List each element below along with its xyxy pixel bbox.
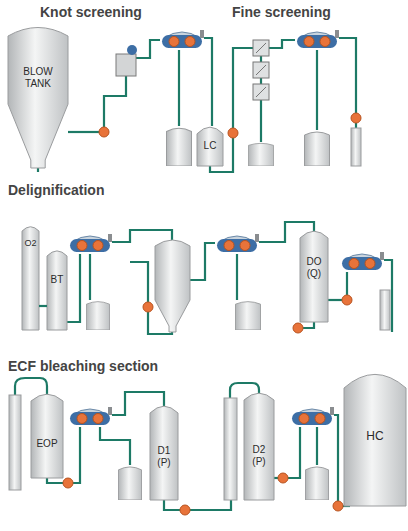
pump: [143, 302, 153, 312]
pump: [99, 127, 109, 137]
tank-vessel: LC: [197, 126, 223, 166]
washer: [70, 234, 112, 252]
washer: [217, 234, 259, 252]
vessel-label: EOP: [31, 438, 63, 450]
screen-mark: [256, 43, 266, 97]
pump-group: [63, 113, 361, 515]
pipe: [328, 299, 342, 301]
washer: [342, 252, 384, 270]
section-heading: Knot screening: [40, 4, 142, 20]
section-heading: ECF bleaching section: [8, 358, 158, 374]
vessel-label: O2: [22, 238, 39, 248]
pipe: [236, 254, 238, 300]
pump: [228, 128, 238, 138]
vessel-label: DO (Q): [302, 256, 326, 279]
pipe: [100, 427, 130, 465]
pipe: [89, 254, 91, 300]
pipe: [136, 40, 160, 58]
pipe-connector: [39, 305, 47, 307]
vessel-label: BT: [47, 274, 67, 286]
storage-tower: [155, 240, 190, 332]
tank-vessel: HC: [344, 372, 406, 506]
pipe: [130, 262, 148, 302]
pump: [63, 478, 73, 488]
pipe: [68, 131, 100, 133]
stand-pipe: [351, 128, 361, 166]
pipe: [303, 322, 314, 328]
pipe: [104, 76, 126, 127]
upflow-tube: [224, 398, 237, 500]
pipe: [204, 38, 212, 126]
small-tank: [167, 128, 192, 166]
knot-screen: [116, 54, 136, 76]
vessel-outline: [47, 250, 67, 330]
vessel-label: BLOW TANK: [16, 66, 60, 89]
pipe: [274, 477, 278, 479]
section-heading: Delignification: [8, 182, 104, 198]
pipe: [269, 40, 295, 48]
pump: [351, 113, 361, 123]
pipe: [346, 272, 348, 295]
pump: [333, 501, 343, 511]
washer: [162, 30, 204, 48]
vessel-body: [22, 227, 39, 330]
pump: [278, 473, 288, 483]
pipe: [112, 230, 172, 243]
pump: [342, 295, 352, 305]
pipe: [178, 50, 180, 126]
pipe: [334, 415, 338, 501]
pipe: [316, 50, 318, 130]
small-tank: [305, 132, 330, 166]
vessel-body: [47, 251, 67, 330]
upflow-tube: [9, 395, 21, 490]
pipe: [66, 254, 80, 322]
vessel-outline: [8, 26, 68, 168]
small-tank: [249, 143, 274, 166]
screen-motor: [127, 45, 137, 55]
pipe: [260, 100, 262, 142]
pipe: [288, 427, 300, 478]
pump: [293, 323, 303, 333]
section-heading: Fine screening: [232, 4, 331, 20]
small-tank: [118, 467, 141, 500]
washer: [70, 407, 112, 425]
pipe: [190, 500, 231, 510]
vessel-label: D1 (P): [152, 445, 176, 468]
pipe: [47, 478, 63, 483]
tank-vessel: EOP: [31, 393, 63, 478]
pipe: [73, 427, 80, 483]
washer: [297, 30, 339, 48]
tank-vessel: DO (Q): [300, 230, 328, 322]
washer: [292, 407, 334, 425]
vessel-label: HC: [345, 430, 405, 444]
pipe: [339, 38, 356, 113]
pipe-group: [15, 38, 392, 510]
vessel-body: [344, 374, 406, 506]
pipe: [316, 427, 318, 465]
vessel-body: [244, 393, 274, 500]
vessel-body: [150, 406, 178, 500]
vessel-body: [8, 28, 68, 169]
stand-pipe: [380, 290, 390, 330]
pipe: [233, 48, 253, 128]
tank-vessel: D2 (P): [244, 392, 274, 500]
small-tank: [305, 467, 328, 500]
tank-vessel: BT: [47, 250, 67, 330]
tank-vessel: D1 (P): [150, 405, 178, 500]
vessel-label: D2 (P): [247, 444, 271, 467]
small-tank: [236, 302, 261, 330]
small-tank: [86, 302, 109, 330]
vessel-body: [31, 394, 63, 478]
tank-vessel: O2: [22, 226, 39, 330]
tank-vessel: BLOW TANK: [8, 26, 68, 168]
pipe: [190, 243, 215, 280]
pipe: [164, 500, 180, 510]
vessel-label: LC: [198, 140, 222, 152]
pipe: [15, 378, 47, 395]
vessel-outline: [31, 393, 63, 478]
pump: [180, 505, 190, 515]
vessel-body: [300, 231, 328, 322]
vessel-body: [197, 127, 223, 166]
